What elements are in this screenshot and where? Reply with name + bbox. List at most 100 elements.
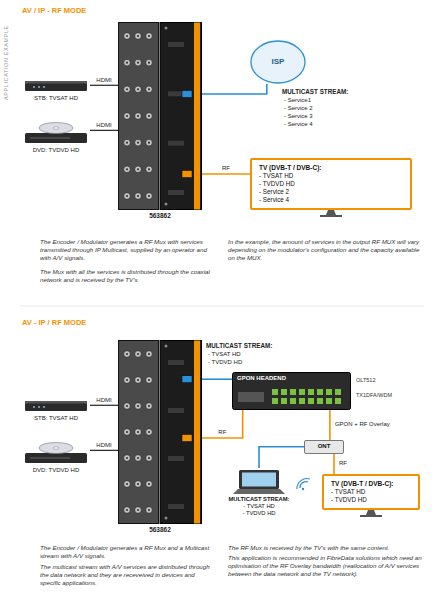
- headend-module: [238, 392, 264, 402]
- f-connector: [146, 481, 153, 488]
- cloud-outline: [251, 41, 305, 83]
- stb-led: [43, 406, 45, 408]
- rack-panel: [160, 341, 202, 524]
- wifi-dot: [302, 488, 304, 490]
- connector-pin: [126, 88, 128, 90]
- connector-line: [202, 84, 267, 94]
- service-item: - Service 2: [284, 105, 364, 113]
- node-text: - TVDVD HD: [259, 180, 403, 188]
- node-text: ISP: [272, 57, 285, 67]
- connector-pin: [148, 509, 150, 511]
- f-connector: [124, 429, 131, 436]
- stb-led: [38, 406, 40, 408]
- pon-port: [281, 389, 287, 395]
- tv-screen: TV (DVB-T / DVB-C):- TVSAT HD- TVDVD HD-…: [250, 158, 412, 210]
- node-text: - Service 2: [259, 188, 403, 196]
- f-connector: [124, 59, 131, 66]
- f-connector: [146, 166, 153, 173]
- description-text: In the example, the amount of services i…: [228, 238, 422, 262]
- connector-pin: [137, 457, 139, 459]
- f-connector: [135, 507, 142, 514]
- f-connector: [124, 33, 131, 40]
- connector-pin: [137, 35, 139, 37]
- pon-port: [317, 389, 323, 395]
- edge-label: RF: [217, 429, 227, 436]
- stand-shape: [360, 510, 382, 517]
- stream-item: - TVDVD HD: [208, 359, 288, 367]
- edge-label: HDMI: [95, 397, 112, 404]
- stb-top: [25, 401, 87, 404]
- connector-pin: [148, 431, 150, 433]
- node-text: - TVSAT HD: [331, 488, 411, 496]
- stb-led: [33, 86, 35, 88]
- f-connector: [146, 113, 153, 120]
- f-connector: [135, 429, 142, 436]
- node-text: STB: TVSAT HD: [22, 95, 90, 103]
- connector-pin: [126, 483, 128, 485]
- screw: [165, 203, 168, 206]
- node-text: MULTICAST STREAM:: [220, 496, 298, 503]
- dvd-tray: [30, 138, 70, 139]
- connector-line: [90, 130, 118, 131]
- f-connector: [124, 481, 131, 488]
- connector-line: [202, 378, 232, 380]
- f-connector: [124, 507, 131, 514]
- f-connector: [124, 139, 131, 146]
- disc: [39, 123, 73, 134]
- f-connector: [135, 455, 142, 462]
- service-item: - Service1: [284, 97, 364, 105]
- node-text: - TVSAT HD: [259, 172, 403, 180]
- node-text: DVD: TVDVD HD: [22, 467, 90, 475]
- pon-port: [326, 389, 332, 395]
- connector-pin: [148, 168, 150, 170]
- stream-heading: MULTICAST STREAM:: [206, 342, 306, 350]
- connector-pin: [137, 88, 139, 90]
- connector-pin: [126, 405, 128, 407]
- connector-pin: [148, 195, 150, 197]
- connector-pin: [137, 62, 139, 64]
- connector-line: [333, 454, 335, 475]
- device-illustration: [220, 468, 298, 496]
- node-text: OLT512: [356, 377, 375, 384]
- node-text: - TVSAT HD: [220, 503, 298, 510]
- module-slot: [168, 91, 184, 96]
- laptop-display: [242, 473, 276, 487]
- connector-pin: [126, 35, 128, 37]
- node-text: TV (DVB-T / DVB-C):: [331, 480, 411, 488]
- stb-led: [33, 406, 35, 408]
- pon-port: [281, 398, 287, 404]
- f-connector: [135, 351, 142, 358]
- f-connector: [146, 429, 153, 436]
- port: [182, 171, 192, 178]
- pon-port: [308, 398, 314, 404]
- port: [182, 435, 192, 442]
- orange-stripe: [194, 341, 200, 524]
- pon-port: [290, 398, 296, 404]
- pon-port: [299, 389, 305, 395]
- node-text: DVD: TVDVD HD: [22, 147, 90, 155]
- connector-pin: [148, 405, 150, 407]
- edge-label: GPON + RF Overlay: [334, 421, 391, 428]
- f-connector: [146, 139, 153, 146]
- set-top-box: STB: TVSAT HD: [22, 76, 90, 103]
- stream-heading: MULTICAST STREAM:: [282, 88, 392, 96]
- description-text: This application is recommended in Fibre…: [228, 554, 422, 578]
- connector-pin: [137, 353, 139, 355]
- stb-top: [25, 81, 87, 84]
- pon-port: [299, 398, 305, 404]
- disc-hole: [53, 447, 59, 449]
- section-title: AV - IP / RF MODE: [22, 318, 182, 327]
- module-slot: [168, 408, 184, 413]
- f-connector: [146, 351, 153, 358]
- module-slot: [168, 190, 184, 195]
- edge-label: RF: [338, 460, 348, 467]
- device-illustration: [118, 22, 202, 210]
- node-text: GPON HEADEND: [237, 375, 286, 383]
- module-slot: [168, 504, 184, 509]
- f-connector: [124, 166, 131, 173]
- disc: [39, 443, 73, 454]
- connector-pin: [148, 379, 150, 381]
- f-connector: [146, 59, 153, 66]
- f-connector: [135, 403, 142, 410]
- device-illustration: [22, 120, 90, 146]
